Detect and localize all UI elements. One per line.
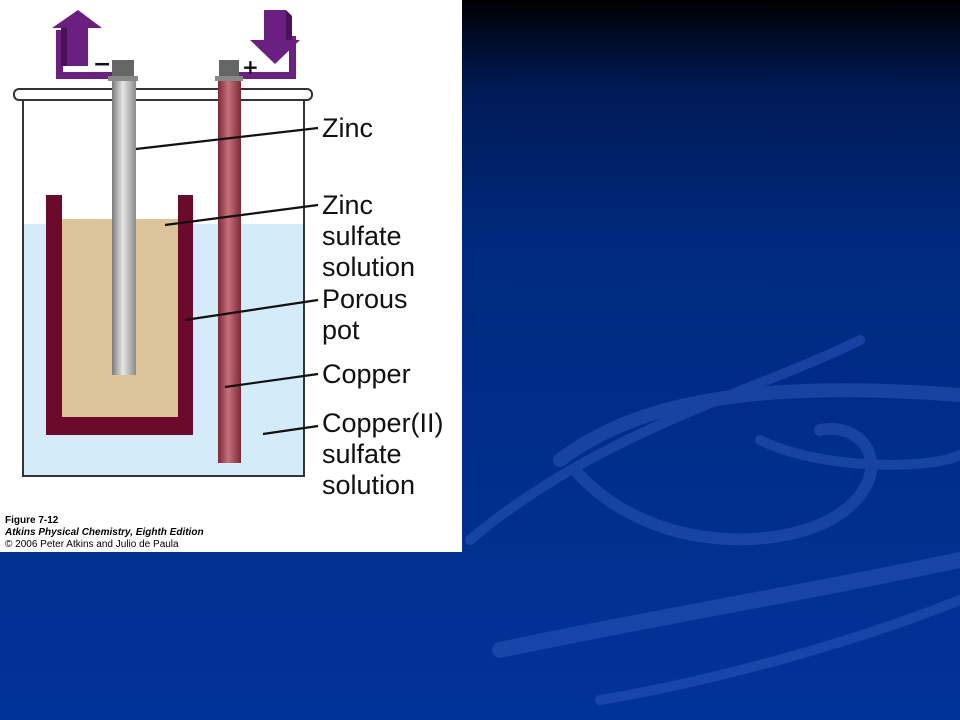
label-zinc-sulfate-line2: sulfate [322, 221, 402, 251]
negative-terminal-sign: − [93, 52, 111, 77]
external-circuit [56, 30, 296, 79]
electron-in-arrow-icon [250, 10, 300, 64]
label-zinc: Zinc [322, 113, 373, 143]
beaker-rim [13, 88, 313, 101]
label-porous-pot-line1: Porous [322, 284, 408, 314]
copper-terminal-cap [219, 60, 239, 78]
label-zinc-sulfate-line1: Zinc [322, 190, 373, 220]
electron-out-arrow-icon [52, 10, 102, 66]
figure-number: Figure 7-12 [5, 515, 59, 526]
figure-panel: − + Zinc Zinc sulfate solution Porous po… [0, 0, 462, 552]
label-zinc-sulfate-line3: solution [322, 252, 415, 282]
zinc-terminal-cap [112, 60, 134, 78]
zinc-electrode [112, 78, 136, 375]
label-copper-sulfate-line1: Copper(II) [322, 408, 444, 438]
leader-lines [135, 126, 319, 436]
figure-source: Atkins Physical Chemistry, Eighth Editio… [5, 527, 204, 538]
beaker [22, 100, 305, 477]
galvanic-cell-diagram: − + Zinc Zinc sulfate solution Porous po… [13, 10, 444, 500]
copper-electrode [218, 78, 241, 463]
label-copper: Copper [322, 359, 411, 389]
label-porous-pot-line2: pot [322, 315, 360, 345]
decorative-swoosh [465, 335, 960, 705]
figure-copyright: © 2006 Peter Atkins and Julio de Paula [5, 539, 179, 550]
label-copper-sulfate-line3: solution [322, 470, 415, 500]
label-copper-sulfate-line2: sulfate [322, 439, 402, 469]
positive-terminal-sign: + [242, 55, 259, 79]
